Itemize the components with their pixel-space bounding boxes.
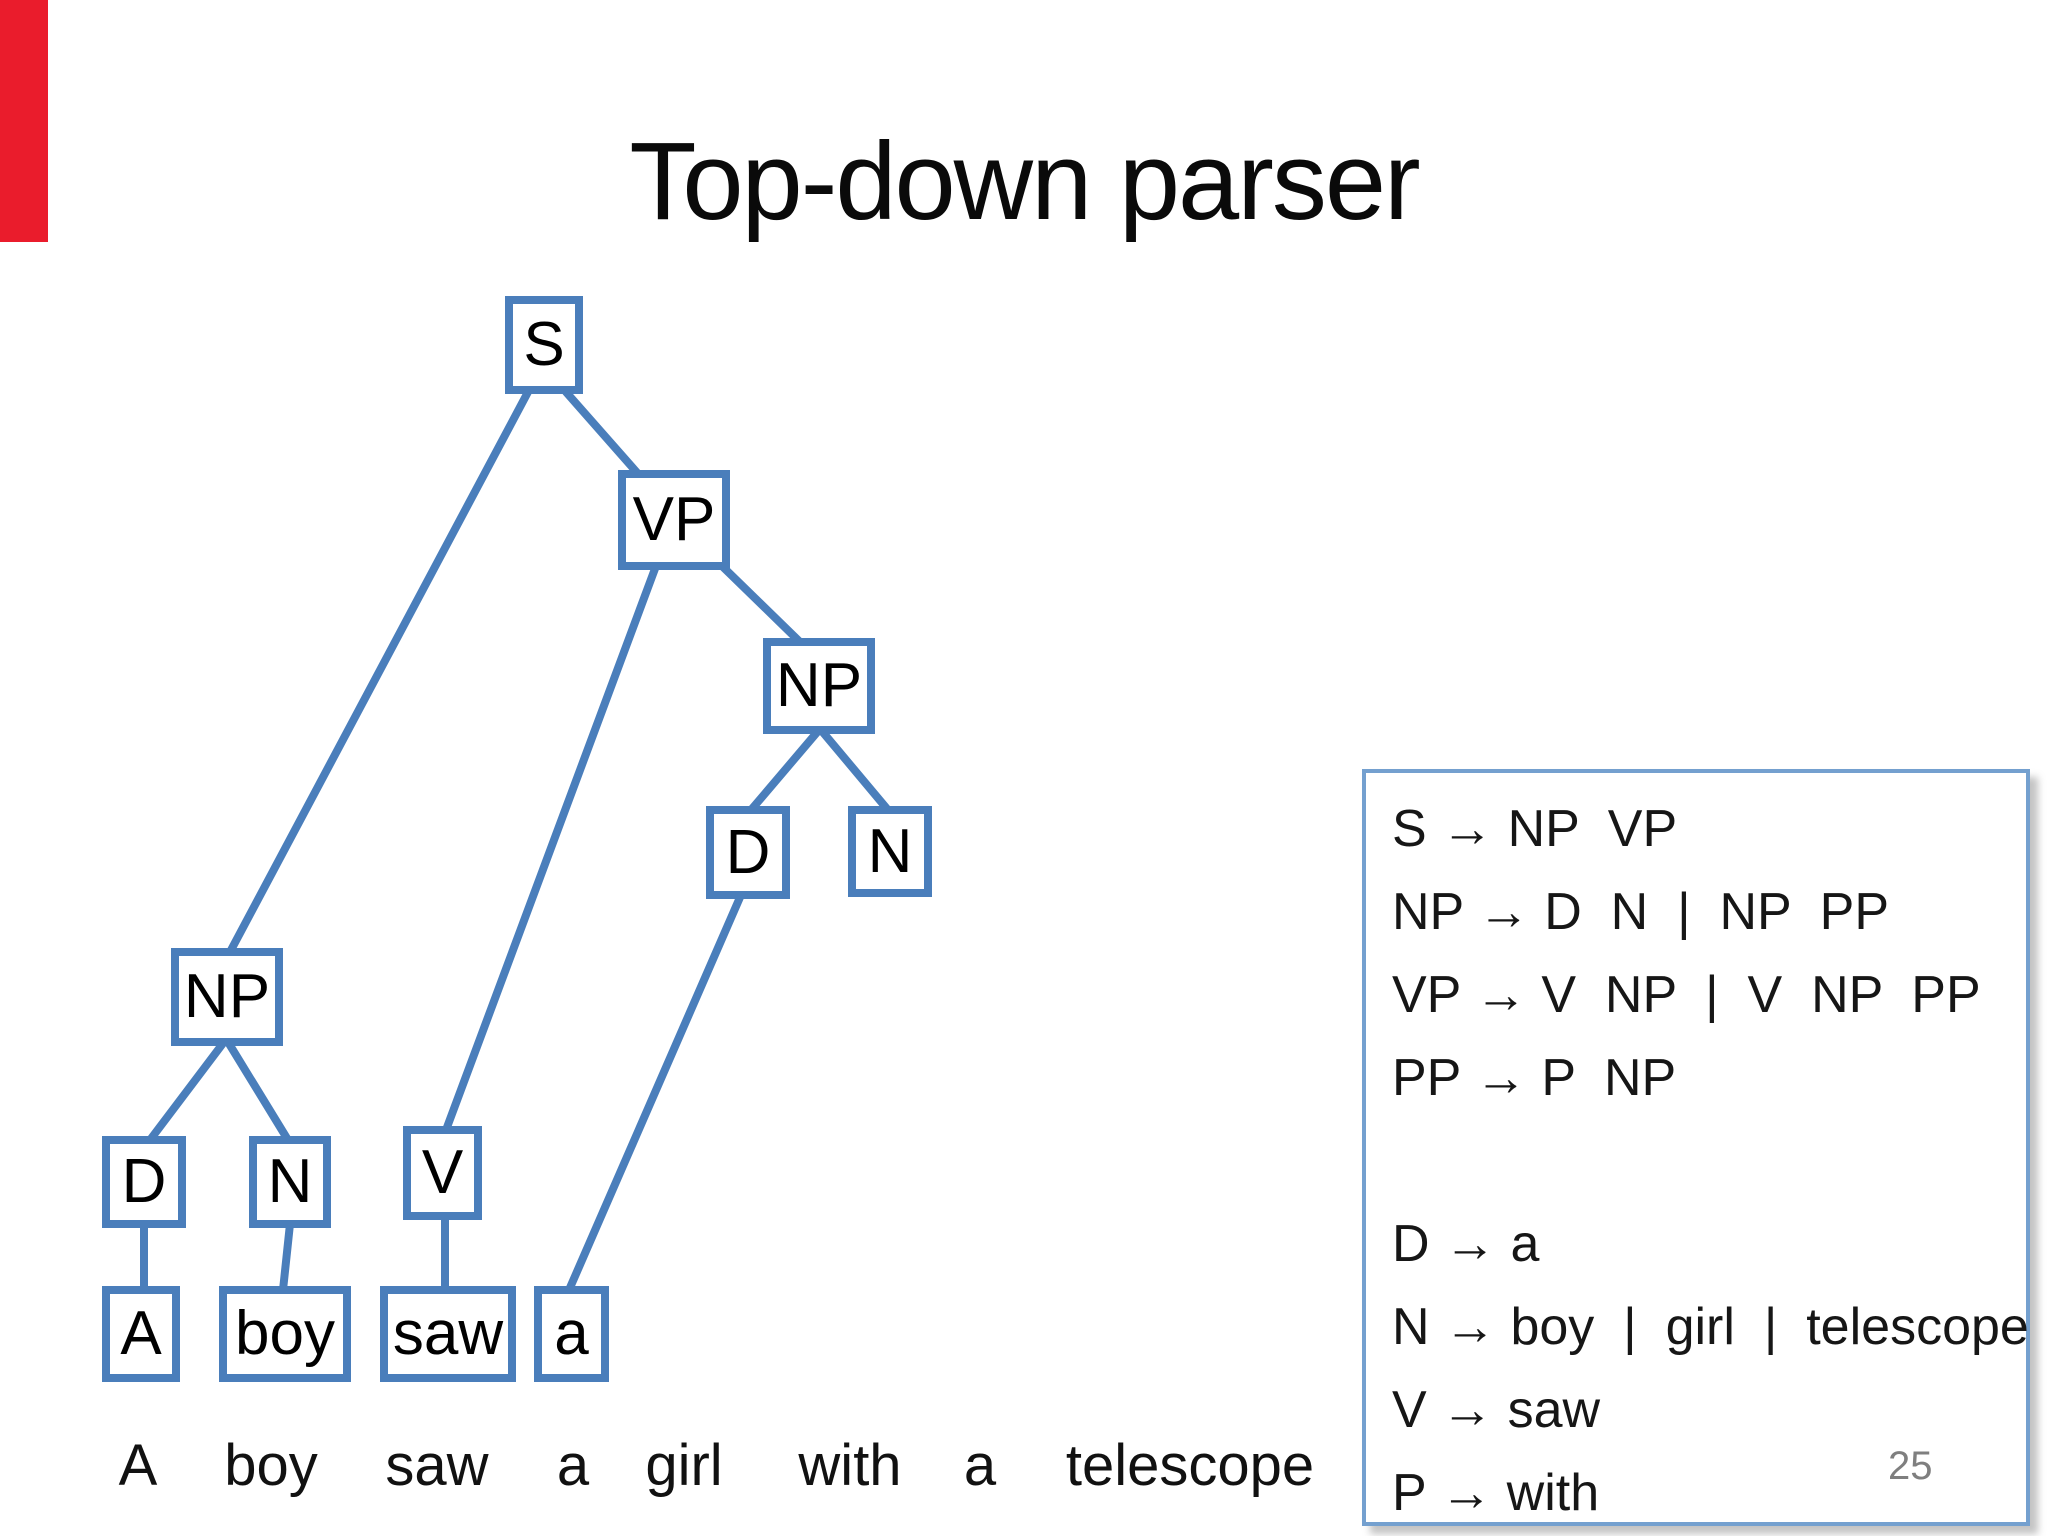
sentence-word-2: saw xyxy=(385,1433,489,1498)
grammar-rule-2: VP → V NP | V NP PP xyxy=(1392,966,1981,1024)
red-marker-bar xyxy=(0,0,48,242)
sentence-word-3: a xyxy=(556,1433,590,1498)
sentence-word-7: telescope xyxy=(1065,1433,1315,1498)
tree-edge-vp-np2 xyxy=(718,562,804,646)
tree-edge-np1-d1 xyxy=(146,1038,228,1144)
tree-node-np2: NP xyxy=(763,638,875,734)
tree-edge-s-np1 xyxy=(226,388,532,956)
tree-node-vp: VP xyxy=(618,470,730,570)
tree-edge-np2-n2 xyxy=(817,726,892,814)
tree-edge-s-vp xyxy=(562,388,644,480)
sentence-word-1: boy xyxy=(224,1433,318,1498)
tree-node-v: V xyxy=(403,1126,482,1220)
tree-node-n1: N xyxy=(249,1136,331,1228)
grammar-rule-spacer xyxy=(1392,1120,2026,1203)
grammar-rule-5: D → a xyxy=(1392,1215,1540,1273)
tree-edge-d2-ta xyxy=(565,891,745,1294)
sentence-word-6: a xyxy=(963,1433,997,1498)
grammar-rule-6: N → boy | girl | telescope xyxy=(1392,1298,2029,1356)
tree-node-tsaw: saw xyxy=(380,1286,516,1382)
tree-node-n2: N xyxy=(848,806,932,897)
tree-node-d1: D xyxy=(102,1136,186,1228)
grammar-rule-0: S → NP VP xyxy=(1392,800,1678,858)
tree-edge-np1-n1 xyxy=(224,1038,292,1144)
grammar-rule-7: V → saw xyxy=(1392,1381,1601,1439)
tree-node-tboy: boy xyxy=(219,1286,351,1382)
grammar-rule-3: PP → P NP xyxy=(1392,1049,1677,1107)
tree-node-s: S xyxy=(505,296,583,394)
sentence-word-4: girl xyxy=(645,1433,723,1498)
tree-edge-vp-v xyxy=(442,562,660,1134)
tree-edge-np2-d2 xyxy=(747,726,823,814)
tree-node-d2: D xyxy=(706,806,790,899)
tree-node-tA: A xyxy=(102,1286,180,1382)
sentence-word-0: A xyxy=(118,1433,158,1498)
page-number: 25 xyxy=(1888,1444,1933,1488)
tree-edge-n1-tboy xyxy=(279,1220,294,1294)
grammar-rule-1: NP → D N | NP PP xyxy=(1392,883,1890,941)
grammar-rule-8: P → with xyxy=(1392,1464,1600,1522)
tree-node-np1: NP xyxy=(171,948,283,1046)
sentence-word-5: with xyxy=(798,1433,902,1498)
tree-node-ta: a xyxy=(534,1286,609,1382)
grammar-rules-box: S → NP VP NP → D N | NP PP VP → V NP | V N… xyxy=(1362,769,2030,1526)
slide-title: Top-down parser xyxy=(629,120,1420,243)
